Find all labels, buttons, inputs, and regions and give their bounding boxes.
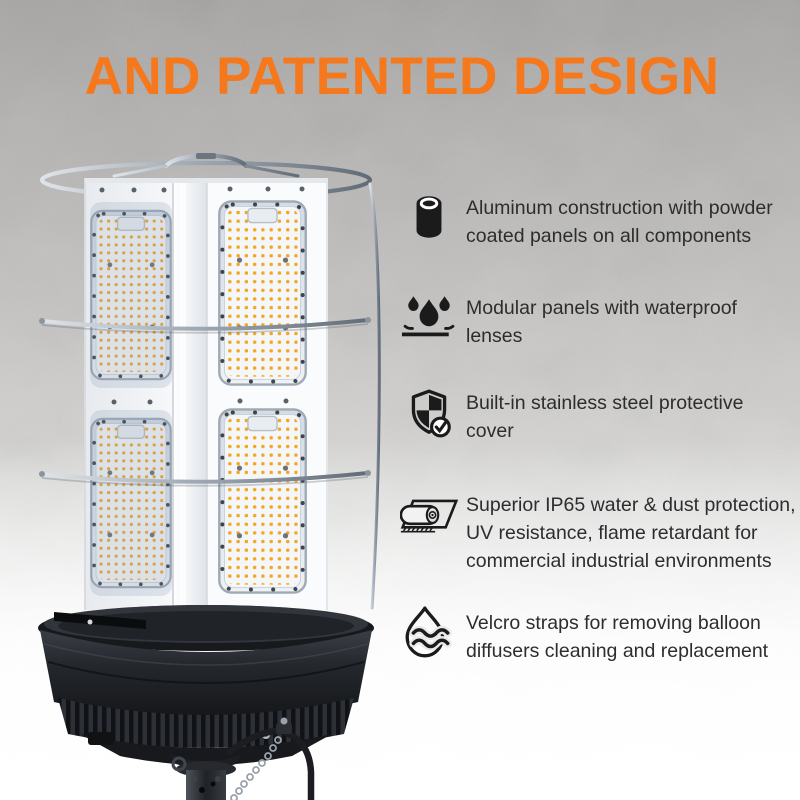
waterproof-drops-icon [400, 291, 458, 347]
shield-check-icon [400, 386, 458, 442]
feature-item-velcro: Velcro straps for removing balloon diffu… [400, 606, 768, 665]
feature-text: Built-in stainless steel protective cove… [466, 392, 744, 442]
feature-text: Modular panels with waterproof lenses [466, 297, 737, 347]
feature-item-shield: Built-in stainless steel protective cove… [400, 386, 743, 445]
product-image [38, 153, 381, 800]
feature-text: Superior IP65 water & dust protection, U… [466, 494, 796, 572]
feature-text: Velcro straps for removing balloon diffu… [466, 612, 769, 662]
page-title: AND PATENTED DESIGN [84, 47, 720, 106]
feature-item-aluminum: Aluminum construction with powder coated… [400, 191, 773, 250]
aluminum-cylinder-icon [400, 191, 458, 247]
feature-item-waterproof: Modular panels with waterproof lenses [400, 291, 737, 350]
feature-list: Aluminum construction with powder coated… [400, 0, 798, 800]
feature-text: Aluminum construction with powder coated… [466, 197, 773, 247]
water-drop-wave-icon [400, 606, 458, 662]
fabric-roll-icon [400, 488, 458, 544]
feature-item-ip65: Superior IP65 water & dust protection, U… [400, 488, 796, 575]
